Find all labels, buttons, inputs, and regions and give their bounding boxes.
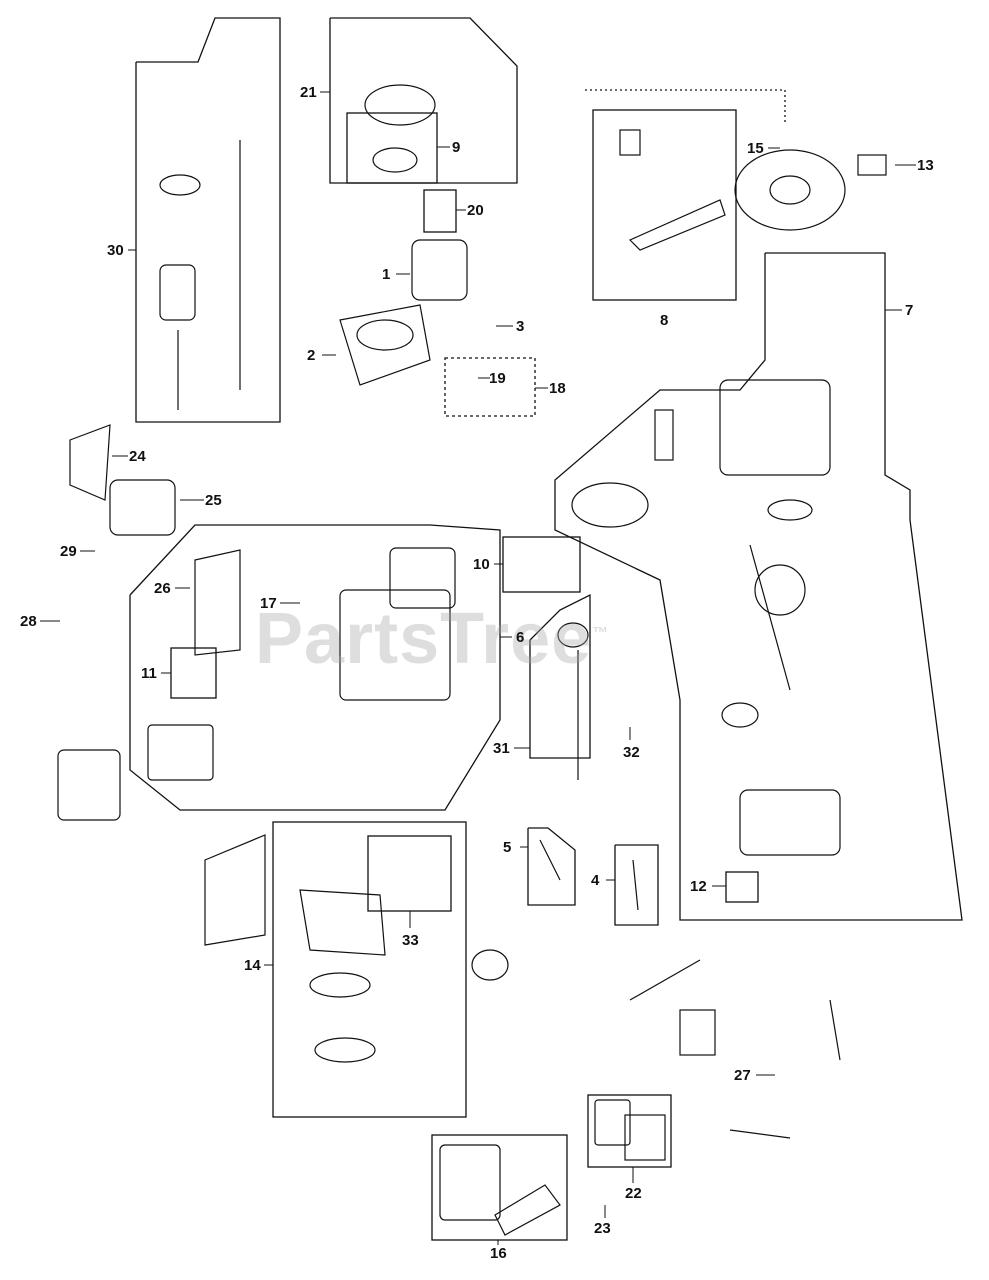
callout-27: 27 <box>734 1067 751 1084</box>
callout-13: 13 <box>917 157 934 174</box>
callout-2: 2 <box>307 347 316 364</box>
part-sketches <box>57 84 887 1236</box>
group-outline-10 <box>502 536 581 593</box>
callout-21: 21 <box>300 84 317 101</box>
callout-25: 25 <box>205 492 222 509</box>
callout-9: 9 <box>452 139 461 156</box>
callout-7: 7 <box>905 302 914 319</box>
callout-18: 18 <box>549 380 566 397</box>
group-outline-18 <box>444 357 536 417</box>
group-outline-21 <box>329 17 518 184</box>
callout-1: 1 <box>382 266 391 283</box>
group-outline-31 <box>529 593 591 759</box>
callout-4: 4 <box>591 872 600 889</box>
group-outline-6 <box>129 524 501 811</box>
callout-20: 20 <box>467 202 484 219</box>
group-outline-16 <box>431 1134 568 1241</box>
callout-22: 22 <box>625 1185 642 1202</box>
group-outline-11 <box>170 647 217 699</box>
callout-26: 26 <box>154 580 171 597</box>
callout-23: 23 <box>594 1220 611 1237</box>
group-outline-4 <box>614 844 659 926</box>
leader-lines <box>40 91 916 1245</box>
callout-31: 31 <box>493 740 510 757</box>
callout-29: 29 <box>60 543 77 560</box>
callout-3: 3 <box>516 318 525 335</box>
callout-8: 8 <box>660 312 669 329</box>
callout-28: 28 <box>20 613 37 630</box>
trademark-symbol: ™ <box>592 625 610 642</box>
callout-30: 30 <box>107 242 124 259</box>
callout-17: 17 <box>260 595 277 612</box>
group-outline-30 <box>135 17 281 423</box>
callout-33: 33 <box>402 932 419 949</box>
callout-6: 6 <box>516 629 525 646</box>
watermark: PartsTree™ <box>255 598 609 680</box>
group-outline-20 <box>423 189 457 233</box>
group-outline-22 <box>587 1094 672 1168</box>
callout-32: 32 <box>623 744 640 761</box>
callout-12: 12 <box>690 878 707 895</box>
callout-5: 5 <box>503 839 512 856</box>
group-outline-5 <box>527 827 576 906</box>
callout-15: 15 <box>747 140 764 157</box>
group-outline-9 <box>346 112 438 184</box>
callout-11: 11 <box>141 665 157 682</box>
callout-24: 24 <box>129 448 146 465</box>
callout-16: 16 <box>490 1245 507 1262</box>
group-outline-8 <box>592 109 737 301</box>
watermark-text: PartsTree <box>255 599 593 679</box>
callout-14: 14 <box>244 957 261 974</box>
group-outline-14 <box>272 821 467 1118</box>
group-outline-7 <box>554 252 963 921</box>
dotted-connector <box>585 89 786 125</box>
group-outline-12 <box>725 871 759 903</box>
callout-19: 19 <box>489 370 506 387</box>
callout-10: 10 <box>473 556 490 573</box>
